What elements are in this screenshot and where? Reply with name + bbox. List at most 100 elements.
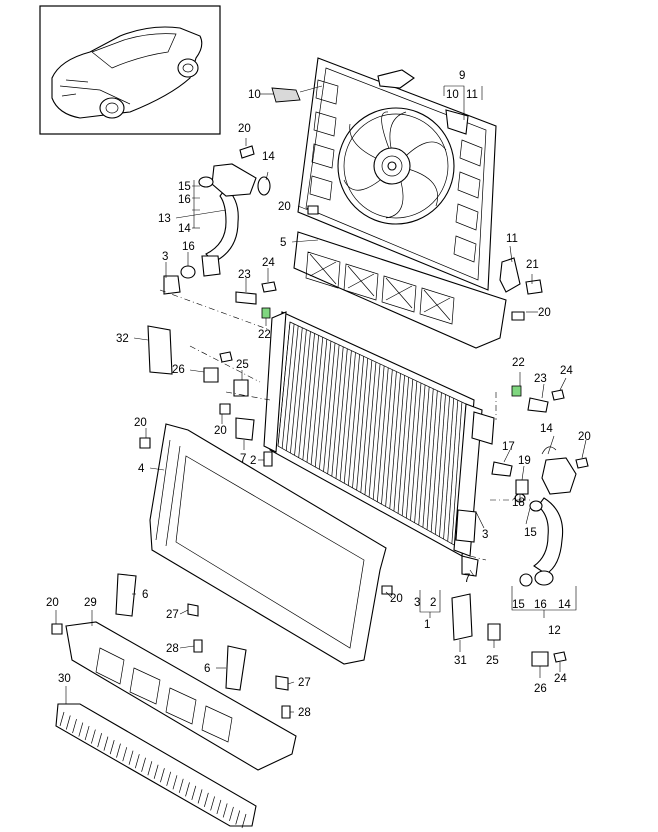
bracket-31 — [451, 593, 473, 641]
callout-22: 22 — [512, 357, 525, 369]
callout-20: 20 — [578, 431, 591, 443]
radiator-fin — [319, 341, 332, 470]
cooler-fin — [153, 764, 159, 779]
callout-24: 24 — [560, 365, 573, 377]
cooler-fin — [160, 768, 165, 783]
radiator-fin — [372, 365, 385, 500]
radiator-fin — [389, 373, 401, 509]
radiator-fin — [376, 367, 389, 502]
mount-pad-7b — [461, 555, 479, 577]
cooler-fin — [84, 725, 90, 741]
radiator-fin — [430, 392, 442, 533]
part-10-clip — [271, 87, 301, 103]
clip-22b — [511, 385, 522, 397]
callout-28: 28 — [298, 707, 311, 719]
radiator-fin — [426, 390, 438, 530]
callout-6: 6 — [204, 663, 210, 675]
callout-20: 20 — [134, 417, 147, 429]
radiator-fin — [356, 358, 369, 491]
mount-pad-27b — [275, 675, 289, 691]
part-21-clip — [525, 279, 543, 295]
oil-cooler-condenser — [55, 703, 257, 829]
upper-coolant-hose — [205, 187, 239, 263]
radiator-fin — [393, 375, 405, 512]
cooler-fin — [235, 810, 241, 825]
radiator-support-frame — [149, 423, 387, 665]
radiator-fin — [418, 386, 430, 526]
callout-20: 20 — [390, 593, 403, 605]
o-ring-16 — [180, 265, 196, 279]
callout-12: 12 — [548, 625, 561, 637]
cooler-fin — [178, 778, 184, 793]
cooler-fin — [72, 718, 77, 734]
radiator-fin — [401, 379, 414, 516]
radiator-fin — [314, 339, 328, 467]
callout-16: 16 — [534, 599, 547, 611]
radiator-fin — [397, 377, 410, 514]
cooler-fin — [204, 792, 209, 807]
cooler-fin — [166, 771, 172, 786]
sensor-17 — [491, 461, 513, 477]
cooler-fin — [122, 747, 128, 762]
callout-25: 25 — [236, 359, 249, 371]
radiator-fin — [451, 402, 463, 544]
callout-16: 16 — [182, 241, 195, 253]
leader-lines — [55, 85, 587, 713]
air-guide-panel — [293, 231, 507, 349]
radiator — [263, 311, 495, 557]
callout-27: 27 — [298, 677, 311, 689]
radiator-fin — [294, 329, 307, 456]
callout-7: 7 — [464, 573, 470, 585]
cooler-fin — [65, 715, 71, 730]
callout-23: 23 — [238, 269, 251, 281]
cooler-fin — [197, 789, 203, 804]
callout-31: 31 — [454, 655, 467, 667]
callout-2: 2 — [250, 455, 256, 467]
radiator-fin — [368, 363, 381, 498]
cooler-fin — [116, 743, 121, 758]
callout-28: 28 — [166, 643, 179, 655]
cooler-fin — [103, 736, 109, 751]
mount-pad-27a — [187, 603, 199, 617]
cooler-fin — [128, 750, 134, 765]
radiator-fin — [414, 384, 426, 523]
callout-18: 18 — [512, 497, 525, 509]
lower-coolant-hose — [533, 497, 564, 575]
callout-7: 7 — [240, 453, 246, 465]
cooler-fin — [185, 782, 190, 797]
callout-16: 16 — [178, 194, 191, 206]
radiator-fin — [298, 331, 311, 458]
callout-labels: 9 10 10 11 11 20 14 15 16 13 14 20 5 21 … — [46, 70, 591, 719]
radiator-fin — [302, 333, 315, 460]
bolts — [51, 145, 589, 719]
callout-27: 27 — [166, 609, 179, 621]
callout-24: 24 — [262, 257, 275, 269]
radiator-fin — [410, 382, 422, 521]
radiator-fin — [360, 360, 373, 493]
radiator-fin — [447, 400, 459, 542]
radiator-fin — [323, 342, 336, 472]
cooler-fin — [172, 775, 178, 790]
mount-pad-7a — [235, 417, 255, 441]
cooler-fin — [216, 799, 222, 815]
cooler-fin — [229, 806, 234, 822]
radiator-fin — [327, 344, 340, 474]
callout-20: 20 — [238, 123, 251, 135]
radiator-fin — [422, 388, 434, 528]
sensor-26b — [531, 651, 549, 667]
cooler-fin — [91, 729, 96, 744]
radiator-fin — [385, 371, 397, 507]
o-ring-15b — [529, 500, 543, 512]
callout-23: 23 — [534, 373, 547, 385]
callout-3: 3 — [414, 597, 420, 609]
callout-14: 14 — [540, 423, 553, 435]
callout-10-group: 10 — [446, 89, 459, 101]
sensor-19 — [515, 479, 529, 495]
callout-19: 19 — [518, 455, 531, 467]
callout-14: 14 — [178, 223, 191, 235]
sensor-23b — [527, 397, 549, 413]
cooler-fin — [241, 813, 247, 829]
sensor-23a — [235, 291, 257, 305]
radiator-fin — [405, 381, 418, 519]
radiator-fin — [343, 352, 356, 484]
